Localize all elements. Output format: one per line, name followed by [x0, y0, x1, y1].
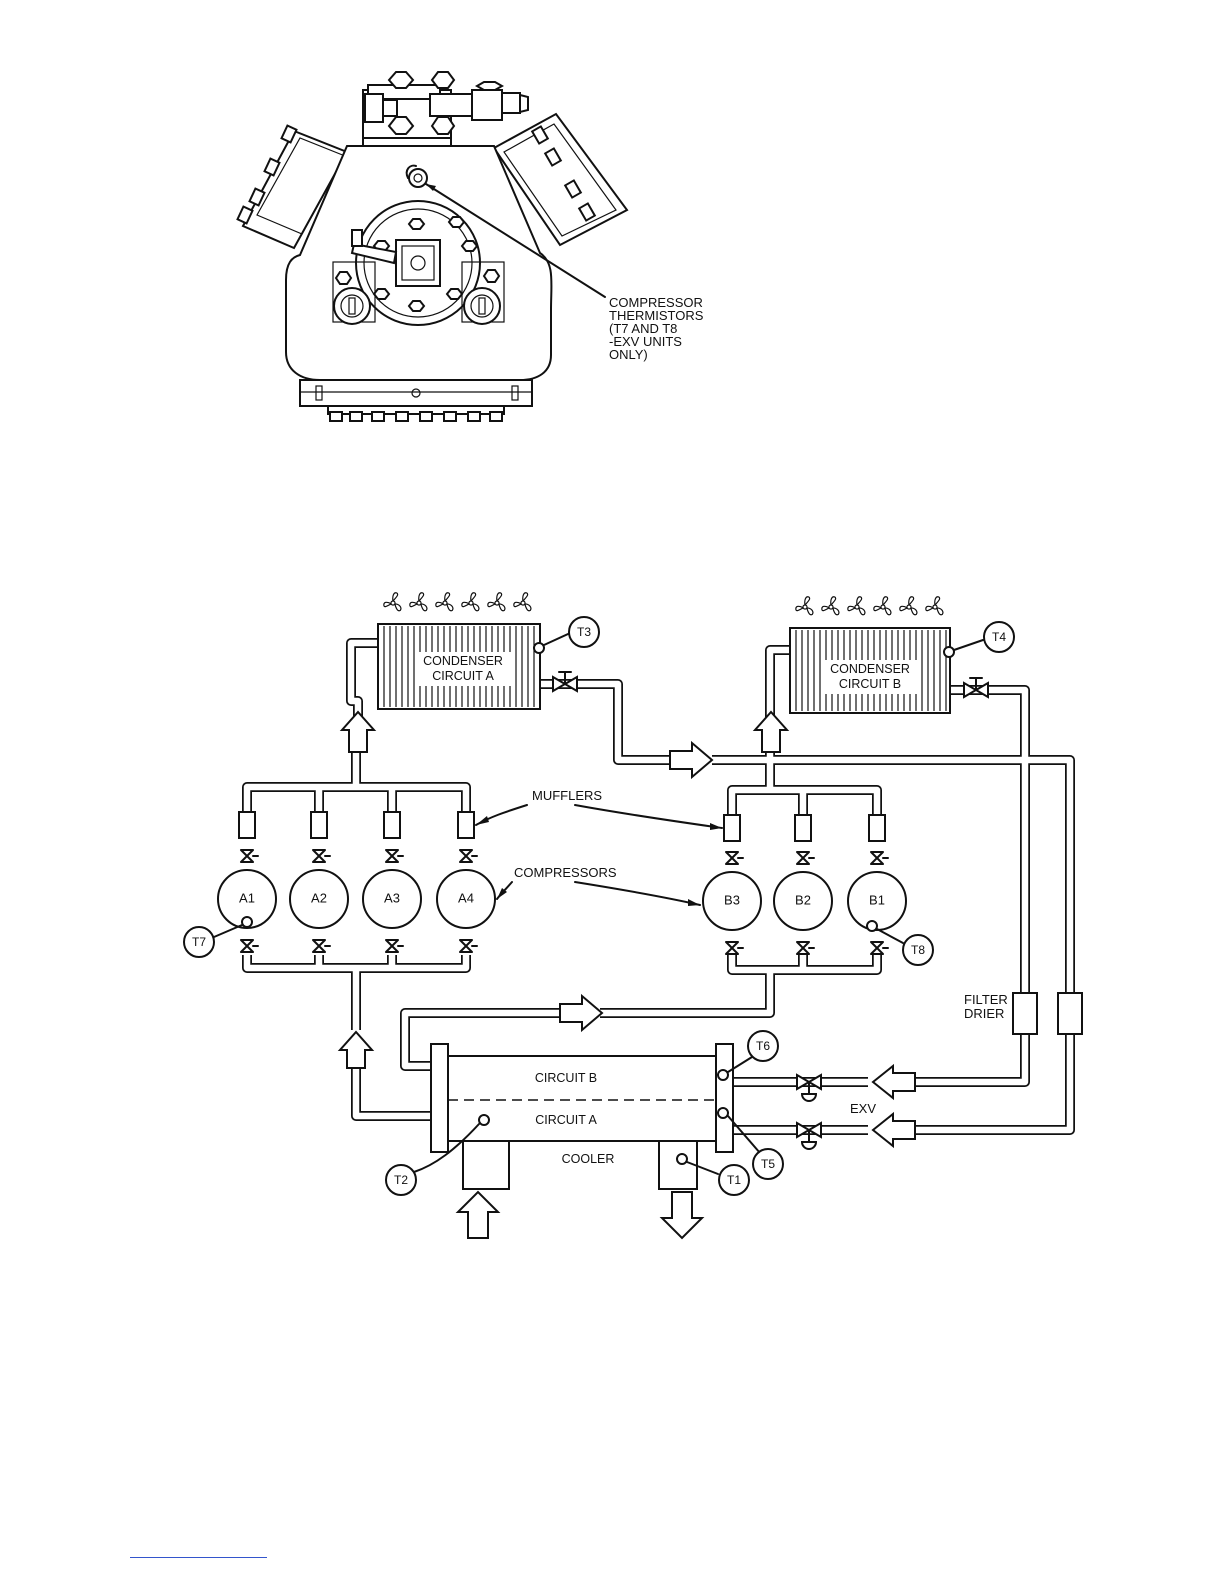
condenser-a-fans	[384, 593, 531, 611]
condenser-circuit-b: CONDENSER CIRCUIT B	[790, 597, 950, 713]
muffler-a4	[458, 812, 474, 838]
thermistor-t5-label: T5	[761, 1157, 775, 1171]
flow-arrow-right-liquid-a	[670, 743, 712, 777]
flow-arrow-up-a-discharge	[342, 712, 374, 752]
cooler-label: COOLER	[562, 1152, 615, 1166]
filter-drier-label-2: DRIER	[964, 1006, 1004, 1021]
compressors-circuit-a: A1 A2 A3 A4	[218, 870, 495, 928]
compressor-b1-label: B1	[869, 893, 885, 908]
filter-drier-circuit-a	[1058, 993, 1082, 1034]
thermistor-t6-label: T6	[756, 1039, 770, 1053]
flow-arrow-up-suction-a	[340, 1032, 372, 1068]
condenser-a-label-2: CIRCUIT A	[432, 669, 494, 683]
thermistor-t7-label: T7	[192, 935, 206, 949]
muffler-a3	[384, 812, 400, 838]
cooler-circuit-b-label: CIRCUIT B	[535, 1071, 597, 1085]
flow-arrow-water-in	[458, 1192, 498, 1238]
compressor-b2-label: B2	[795, 893, 811, 908]
thermistor-t8-label: T8	[911, 943, 925, 957]
compressor-base	[300, 380, 532, 421]
compressor-a2-label: A2	[311, 891, 327, 906]
flow-arrow-left-exv-b	[873, 1066, 915, 1098]
thermistor-t3: T3	[534, 617, 599, 653]
cooler-circuit-a-label: CIRCUIT A	[535, 1113, 597, 1127]
compressors-callout: COMPRESSORS	[497, 865, 700, 906]
footer-rule	[130, 1557, 267, 1558]
condenser-a-label-1: CONDENSER	[423, 654, 503, 668]
muffler-a1	[239, 812, 255, 838]
thermistor-t4: T4	[944, 622, 1014, 657]
mufflers	[239, 812, 885, 841]
compressor-a4-label: A4	[458, 891, 474, 906]
compressors-label: COMPRESSORS	[514, 865, 617, 880]
cooler: CIRCUIT B CIRCUIT A COOLER	[431, 1044, 733, 1189]
compressor-thermistors-callout: COMPRESSOR THERMISTORS (T7 AND T8 -EXV U…	[609, 295, 704, 362]
condenser-b-fans	[796, 597, 943, 615]
flow-arrow-up-b-discharge	[755, 712, 787, 752]
muffler-b2	[795, 815, 811, 841]
thermistor-t1-label: T1	[727, 1173, 741, 1187]
compressor-a3-label: A3	[384, 891, 400, 906]
condenser-b-label-1: CONDENSER	[830, 662, 910, 676]
compressor-a1-label: A1	[239, 891, 255, 906]
thermistor-t3-label: T3	[577, 625, 591, 639]
condenser-circuit-a: CONDENSER CIRCUIT A	[378, 593, 540, 709]
flow-arrow-right-suction-b	[560, 996, 602, 1030]
mufflers-label: MUFFLERS	[532, 788, 602, 803]
thermistor-t4-label: T4	[992, 630, 1006, 644]
refrigerant-schematic: CONDENSER CIRCUIT A CONDENSER CIRCUIT B	[184, 593, 1082, 1238]
muffler-b1	[869, 815, 885, 841]
exv-label: EXV	[850, 1101, 876, 1116]
callout-line-5: ONLY)	[609, 347, 648, 362]
flow-arrow-water-out	[662, 1192, 702, 1238]
muffler-b3	[724, 815, 740, 841]
compressor-illustration	[238, 72, 627, 421]
thermistor-t2-label: T2	[394, 1173, 408, 1187]
muffler-a2	[311, 812, 327, 838]
flow-arrow-left-exv-a	[873, 1114, 915, 1146]
mufflers-callout: MUFFLERS	[476, 788, 722, 830]
filter-drier-label-1: FILTER	[964, 992, 1008, 1007]
filter-drier-circuit-b	[1013, 993, 1037, 1034]
condenser-b-label-2: CIRCUIT B	[839, 677, 901, 691]
compressor-b3-label: B3	[724, 893, 740, 908]
discharge-valve-assembly	[363, 72, 528, 146]
